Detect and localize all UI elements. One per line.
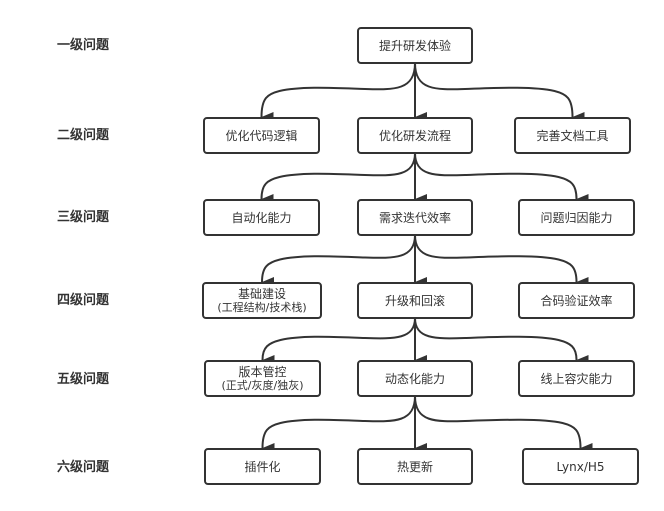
node-optimize-code-logic[interactable]: 优化代码逻辑 bbox=[203, 117, 320, 154]
node-label: 完善文档工具 bbox=[536, 128, 609, 143]
node-sublabel: (正式/灰度/独灰) bbox=[221, 379, 304, 392]
connector-root-to-l2_left bbox=[260, 62, 416, 123]
node-root[interactable]: 提升研发体验 bbox=[357, 27, 473, 64]
node-sublabel: (工程结构/技术栈) bbox=[217, 301, 307, 314]
node-improve-doc-tools[interactable]: 完善文档工具 bbox=[514, 117, 631, 154]
connector-l3_mid-to-l4_right bbox=[414, 234, 589, 287]
node-disaster-recovery[interactable]: 线上容灾能力 bbox=[518, 360, 635, 397]
node-hot-update[interactable]: 热更新 bbox=[357, 448, 473, 485]
node-label: 线上容灾能力 bbox=[540, 371, 613, 386]
level-label-2: 二级问题 bbox=[57, 128, 110, 143]
node-label: 需求迭代效率 bbox=[378, 210, 451, 225]
node-label: 问题归因能力 bbox=[540, 210, 613, 225]
node-label: 合码验证效率 bbox=[540, 293, 613, 308]
node-label: 热更新 bbox=[396, 459, 433, 474]
node-version-control[interactable]: 版本管控 (正式/灰度/独灰) bbox=[204, 360, 321, 397]
level-label-3: 三级问题 bbox=[57, 210, 110, 225]
level-label-6: 六级问题 bbox=[57, 460, 110, 475]
node-infrastructure[interactable]: 基础建设 (工程结构/技术栈) bbox=[202, 282, 322, 319]
node-label: 优化研发流程 bbox=[378, 128, 451, 143]
node-lynx-h5[interactable]: Lynx/H5 bbox=[522, 448, 639, 485]
connector-root-to-l2_right bbox=[414, 62, 585, 122]
node-label: 优化代码逻辑 bbox=[225, 128, 298, 143]
node-label: 基础建设 bbox=[237, 287, 286, 301]
node-automation[interactable]: 自动化能力 bbox=[203, 199, 320, 236]
node-root-cause-analysis[interactable]: 问题归因能力 bbox=[518, 199, 635, 236]
connector-l4_mid-to-l5_right bbox=[414, 317, 589, 365]
level-label-5: 五级问题 bbox=[57, 372, 110, 387]
node-optimize-dev-process[interactable]: 优化研发流程 bbox=[357, 117, 473, 154]
node-label: 自动化能力 bbox=[231, 210, 292, 225]
node-label: Lynx/H5 bbox=[556, 459, 605, 474]
node-label: 动态化能力 bbox=[384, 371, 445, 386]
node-label: 插件化 bbox=[244, 459, 281, 474]
node-plugin[interactable]: 插件化 bbox=[204, 448, 321, 485]
connector-l4_mid-to-l5_left bbox=[261, 317, 416, 366]
connector-l2_mid-to-l3_left bbox=[260, 152, 416, 205]
connector-l5_mid-to-l6_left bbox=[261, 395, 416, 454]
connector-l5_mid-to-l6_right bbox=[414, 395, 593, 453]
level-label-1: 一级问题 bbox=[57, 38, 110, 53]
node-merge-verification[interactable]: 合码验证效率 bbox=[518, 282, 635, 319]
level-label-4: 四级问题 bbox=[57, 293, 110, 308]
connector-l3_mid-to-l4_left bbox=[261, 234, 416, 288]
node-iteration-efficiency[interactable]: 需求迭代效率 bbox=[357, 199, 473, 236]
node-label: 升级和回滚 bbox=[384, 293, 445, 308]
node-dynamic-capability[interactable]: 动态化能力 bbox=[357, 360, 473, 397]
connector-l2_mid-to-l3_right bbox=[414, 152, 589, 204]
node-label: 版本管控 bbox=[238, 365, 287, 379]
node-upgrade-rollback[interactable]: 升级和回滚 bbox=[357, 282, 473, 319]
node-label: 提升研发体验 bbox=[378, 38, 451, 53]
